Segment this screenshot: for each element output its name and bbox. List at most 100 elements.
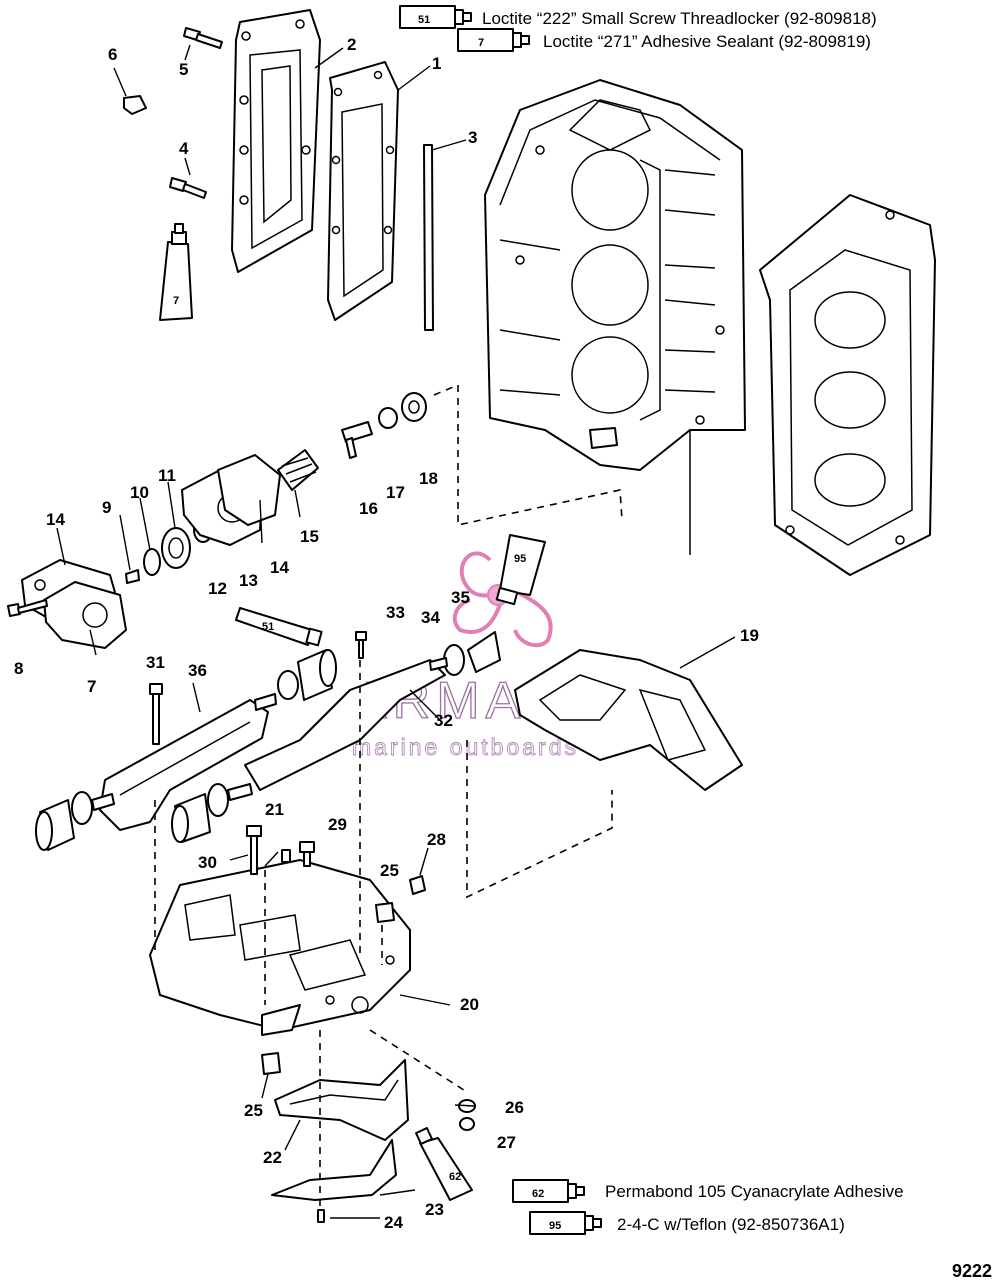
part-label-8: 8: [14, 659, 23, 678]
part-label-14-right: 14: [270, 558, 289, 577]
part-label-7: 7: [87, 677, 96, 696]
part-label-26: 26: [505, 1098, 524, 1117]
screw-part-24: [317, 1209, 325, 1223]
transfer-port-cover: [231, 9, 321, 273]
legend-tube-7-icon: 7: [457, 28, 530, 52]
screw-part-33: [355, 631, 367, 659]
figure-number: 9222: [952, 1261, 992, 1281]
adapter-plate-part-20: [149, 859, 411, 1036]
legend-tube-label: 95: [549, 1220, 561, 1232]
legend-tube-62-icon: 62: [512, 1179, 585, 1203]
part-label-33: 33: [386, 603, 405, 622]
gasket-guide-line: [466, 740, 613, 899]
part-label-21: 21: [265, 800, 284, 819]
part-label-34: 34: [421, 608, 440, 627]
screw-part-5: [183, 27, 223, 49]
tube-callout: 95: [514, 553, 526, 565]
mount-right-upper: [254, 649, 337, 711]
part-label-13: 13: [239, 571, 258, 590]
legend-bottom: 62 Permabond 105 Cyanacrylate Adhesive 9…: [512, 1179, 904, 1235]
tube-callout: 62: [449, 1171, 461, 1183]
screw-part-4: [169, 177, 207, 199]
legend-text-loctite-222: Loctite “222” Small Screw Threadlocker (…: [482, 9, 877, 28]
fastener-part-21: [281, 849, 291, 863]
part-label-29: 29: [328, 815, 347, 834]
part-label-27: 27: [497, 1133, 516, 1152]
part-label-6: 6: [108, 45, 117, 64]
watermark-tagline: marine outboards: [352, 734, 579, 760]
mount-bushing-middle: [171, 783, 253, 843]
valve-cover-left: [43, 581, 127, 649]
part-label-31: 31: [146, 653, 165, 672]
part-label-5: 5: [179, 60, 188, 79]
sealant-tube-7-icon: 7: [159, 223, 193, 321]
part-label-28: 28: [427, 830, 446, 849]
cyanoacrylate-tube-62-icon: 62: [415, 1127, 473, 1201]
mount-bushing-left: [35, 791, 115, 851]
assembly-guide-line: [433, 383, 623, 526]
part-label-2: 2: [347, 35, 356, 54]
screw-part-9: [125, 569, 140, 584]
bolt-part-30: [246, 825, 262, 875]
seal-part-18: [401, 392, 427, 422]
part-label-4: 4: [179, 139, 189, 158]
legend-tube-95-icon: 95: [529, 1211, 602, 1235]
part-label-24: 24: [384, 1213, 403, 1232]
part-labels: 1 2 3 4 5 6 7 8 9 10 11 12 13 14 14 15 1…: [14, 35, 759, 1232]
part-label-11: 11: [158, 466, 176, 485]
legend-text-permabond: Permabond 105 Cyanacrylate Adhesive: [605, 1182, 904, 1201]
part-label-18: 18: [419, 469, 438, 488]
lubricant-tube-95-icon: 95: [495, 534, 546, 606]
part-label-20: 20: [460, 995, 479, 1014]
clip-part-28: [409, 875, 426, 895]
legend-text-loctite-271: Loctite “271” Adhesive Sealant (92-80981…: [543, 32, 871, 51]
legend-tube-51-icon: 51: [399, 5, 472, 29]
fitting-part-16: [341, 421, 373, 459]
part-label-30: 30: [198, 853, 217, 872]
grommet-part-25-lower: [261, 1052, 281, 1075]
legend-top: 51 Loctite “222” Small Screw Threadlocke…: [399, 5, 877, 52]
part-label-17: 17: [386, 483, 405, 502]
threadlocker-tube-51-icon: 51: [235, 607, 323, 647]
part-label-1: 1: [432, 54, 441, 73]
part-label-15: 15: [300, 527, 319, 546]
part-label-22: 22: [263, 1148, 282, 1167]
tube-callout: 51: [262, 621, 274, 633]
spring-part-15: [277, 449, 319, 491]
grommet-part-25-upper: [375, 902, 395, 923]
seal-part-23: [271, 1139, 397, 1201]
seal-part-22: [274, 1059, 409, 1141]
cylinder-block: [484, 79, 746, 555]
part-label-16: 16: [359, 499, 378, 518]
part-label-3: 3: [468, 128, 477, 147]
fitting-part-6: [123, 95, 147, 115]
part-label-12: 12: [208, 579, 227, 598]
leader-lines: [56, 44, 736, 1219]
part-label-35: 35: [451, 588, 470, 607]
mount-bracket-part-32: [244, 659, 446, 791]
legend-text-2-4-c: 2-4-C w/Teflon (92-850736A1): [617, 1215, 845, 1234]
legend-tube-label: 7: [478, 37, 484, 49]
tube-callout: 7: [173, 295, 179, 307]
cover-gasket: [327, 61, 399, 321]
crankcase: [759, 194, 936, 576]
part-label-25-upper: 25: [380, 861, 399, 880]
mount-bushing-right: [429, 631, 501, 676]
legend-tube-label: 51: [418, 14, 430, 26]
adapter-plate-gasket-part-19: [514, 649, 743, 791]
part-label-10: 10: [130, 483, 149, 502]
diaphragm-part-11: [161, 527, 191, 569]
seal-strip: [423, 144, 434, 331]
nut-part-17: [378, 407, 398, 429]
washer-part-10: [143, 548, 161, 576]
part-label-19: 19: [740, 626, 759, 645]
part-label-23: 23: [425, 1200, 444, 1219]
bolt-part-8: [7, 599, 48, 617]
part-label-25-lower: 25: [244, 1101, 263, 1120]
part-label-36: 36: [188, 661, 207, 680]
seal-guide-line: [369, 1029, 468, 1093]
bolt-part-29: [299, 841, 315, 867]
valve-gasket-part-14: [217, 454, 281, 526]
